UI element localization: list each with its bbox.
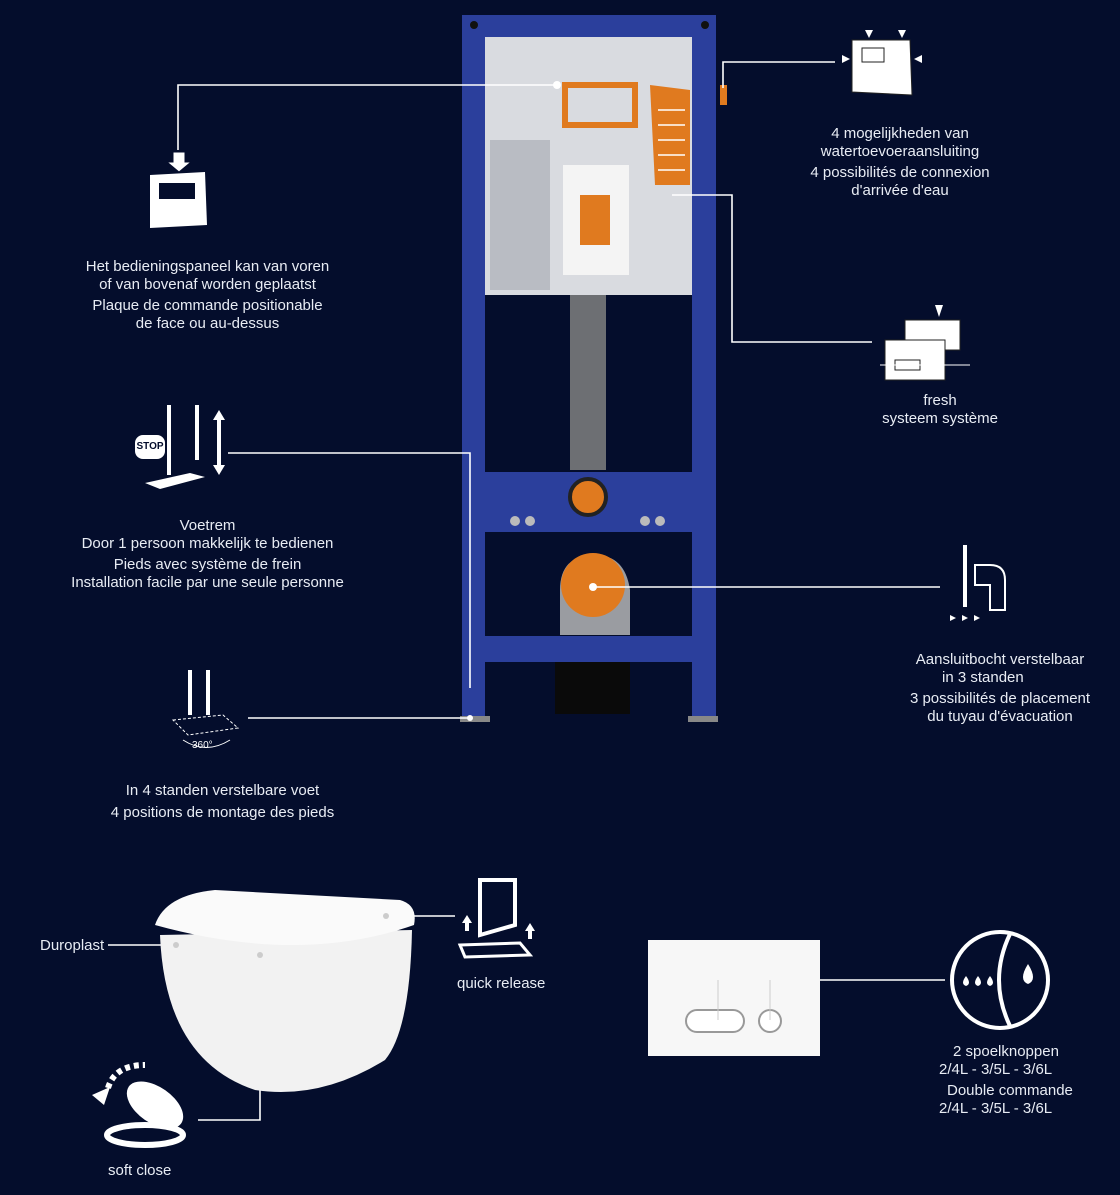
caption-nl-2: watertoevoeraansluiting (820, 142, 980, 160)
dual-flush-icon (950, 930, 1050, 1030)
duroplast-label: Duroplast (40, 937, 105, 954)
soft-close-icon (92, 1062, 186, 1148)
caption-fr-2: de face ou au-dessus (135, 314, 280, 332)
caption-fr-1: 3 possibilités de placement (909, 690, 1091, 707)
caption-line-2: systeem système (882, 409, 998, 427)
water-supply-caption: 4 mogelijkheden van watertoevoeraansluit… (775, 125, 1025, 199)
caption-nl-2: Door 1 persoon makkelijk te bedienen (81, 534, 334, 552)
quick-release-label: quick release (457, 975, 546, 992)
stop-sign: STOP (135, 435, 165, 459)
caption-fr-1: 4 possibilités de connexion (810, 164, 990, 181)
quick-release-icon (457, 878, 535, 959)
caption-line-1: fresh (923, 392, 957, 409)
caption-fr-1: Plaque de commande positionable (92, 297, 323, 314)
water-tank-icon (842, 30, 922, 96)
fresh-system-icon (880, 305, 970, 381)
caption-nl-2: of van bovenaf worden geplaatst (99, 275, 316, 293)
caption-fr-2: Installation facile par une seule person… (71, 573, 344, 591)
caption-nl-2: in 3 standen (942, 668, 1024, 686)
toilet-illustration (155, 890, 415, 1092)
rotation-label: 360° (192, 740, 213, 751)
caption-fr-2: d'arrivée d'eau (851, 181, 949, 199)
feet-caption: In 4 standen verstelbare voet 4 position… (80, 782, 365, 821)
caption-nl-1: 2 spoelknoppen (953, 1043, 1059, 1060)
installation-frame (460, 15, 727, 722)
caption-nl-1: Aansluitbocht verstelbaar (915, 651, 1085, 668)
caption-nl-1: 4 mogelijkheden van (831, 125, 969, 142)
caption-nl-1: Voetrem (179, 517, 236, 534)
soft-close-label: soft close (108, 1162, 172, 1179)
bend-caption: Aansluitbocht verstelbaar in 3 standen 3… (880, 651, 1120, 725)
caption-nl: In 4 standen verstelbare voet (125, 782, 320, 799)
caption-fr-1: Double commande (947, 1082, 1073, 1099)
caption-nl-2: 2/4L - 3/5L - 3/6L (939, 1060, 1053, 1078)
flush-buttons-caption: 2 spoelknoppen 2/4L - 3/5L - 3/6L Double… (930, 1043, 1100, 1117)
brake-caption: Voetrem Door 1 persoon makkelijk te bedi… (45, 517, 370, 591)
control-panel-icon (150, 151, 207, 228)
fresh-system-caption: fresh systeem système (860, 392, 1020, 427)
flush-plate (648, 940, 820, 1056)
bend-icon (950, 545, 1006, 621)
panel-position-caption: Het bedieningspaneel kan van voren of va… (60, 258, 355, 332)
caption-fr: 4 positions de montage des pieds (110, 803, 335, 821)
caption-fr-2: du tuyau d'évacuation (927, 707, 1073, 725)
brake-icon: STOP (135, 405, 230, 490)
caption-nl-1: Het bedieningspaneel kan van voren (85, 258, 330, 275)
caption-fr-1: Pieds avec système de frein (113, 556, 302, 573)
adjustable-foot-icon: 360° (168, 670, 243, 760)
caption-fr-2: 2/4L - 3/5L - 3/6L (939, 1099, 1053, 1117)
